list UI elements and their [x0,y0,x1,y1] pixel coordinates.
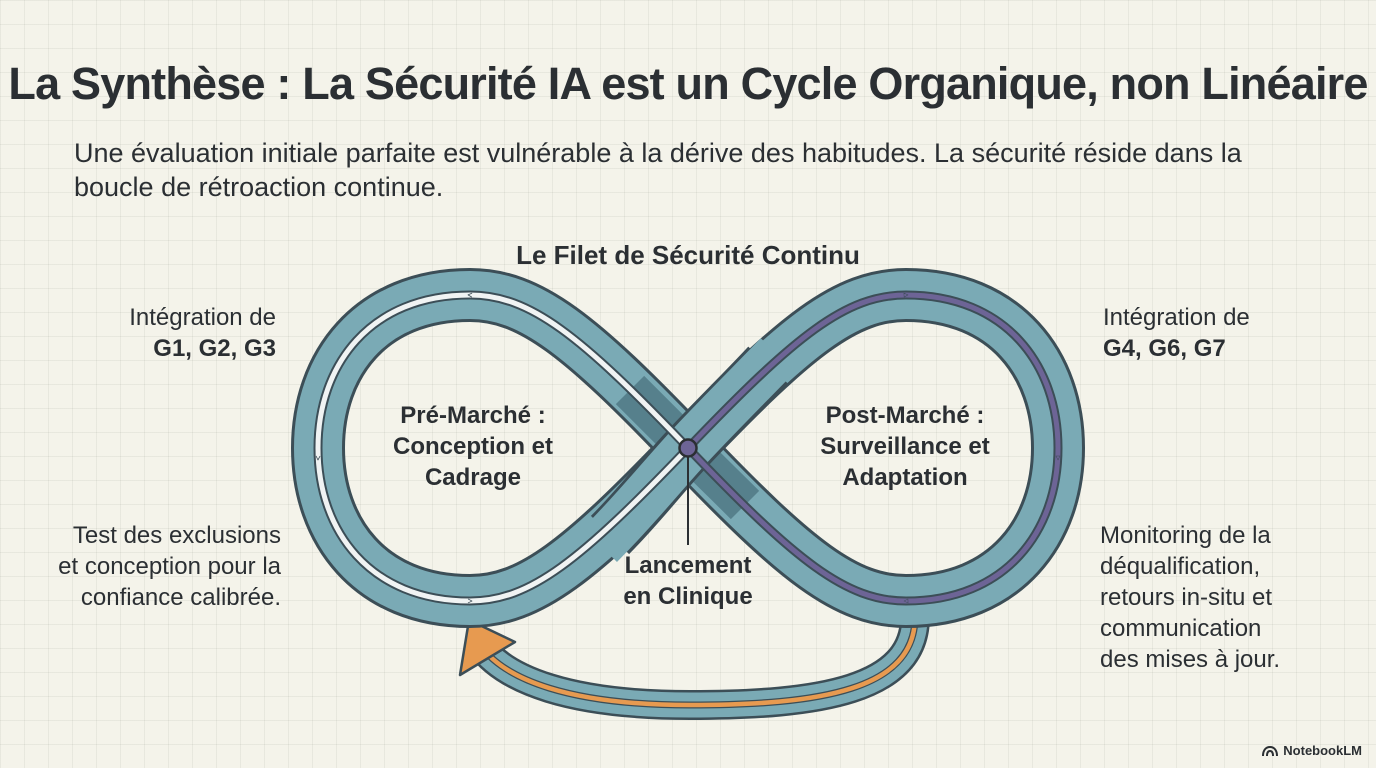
left-loop-track [313,290,692,606]
feedback-arrow-head-icon [458,618,517,677]
notebooklm-logo-icon [1262,745,1279,756]
note-top-left: Intégration de G1, G2, G3 [129,302,276,364]
note-bottom-left-line2: et conception pour la [58,553,281,580]
right-loop-label: Post-Marché : Surveillance et Adaptation [795,400,1015,493]
center-launch-label: Lancement en Clinique [598,550,778,612]
right-loop-label-line1: Post-Marché : [825,402,985,429]
note-top-left-line2: G1, G2, G3 [153,335,276,362]
note-top-left-line1: Intégration de [129,304,276,331]
center-launch-label-line1: Lancement [624,552,752,579]
right-loop-label-line2: Surveillance et [820,433,990,460]
note-bottom-right-line1: Monitoring de la [1100,522,1271,549]
note-bottom-left-line3: confiance calibrée. [80,584,281,611]
left-loop-label-line1: Pré-Marché : [400,402,546,429]
note-bottom-right-line4: communication [1100,615,1262,642]
note-bottom-right-line2: déqualification, [1100,553,1261,580]
page-title: La Synthèse : La Sécurité IA est un Cycl… [8,58,1368,109]
center-launch-label-line2: en Clinique [623,583,753,610]
brand-watermark: NotebookLM [1262,743,1362,758]
left-loop-label-line3: Cadrage [424,464,522,491]
note-top-right-line2: G4, G6, G7 [1103,335,1226,362]
left-loop-label: Pré-Marché : Conception et Cadrage [373,400,573,493]
left-loop-label-line2: Conception et [393,433,553,460]
note-bottom-right: Monitoring de la déqualification, retour… [1100,520,1280,675]
note-top-right: Intégration de G4, G6, G7 [1103,302,1250,364]
note-bottom-right-line3: retours in-situ et [1100,584,1273,611]
right-loop-track [684,290,1063,606]
note-bottom-right-line5: des mises à jour. [1100,646,1281,673]
feedback-arrow-line [478,616,918,708]
launch-point [678,438,698,458]
feedback-band [458,602,930,721]
brand-name: NotebookLM [1283,743,1362,758]
note-top-right-line1: Intégration de [1103,304,1250,331]
diagram-title: Le Filet de Sécurité Continu [516,240,860,270]
page-subtitle: Une évaluation initiale parfaite est vul… [74,138,1242,202]
note-bottom-left-line1: Test des exclusions [72,522,281,549]
note-bottom-left: Test des exclusions et conception pour l… [58,520,281,613]
right-loop-label-line3: Adaptation [842,464,968,491]
